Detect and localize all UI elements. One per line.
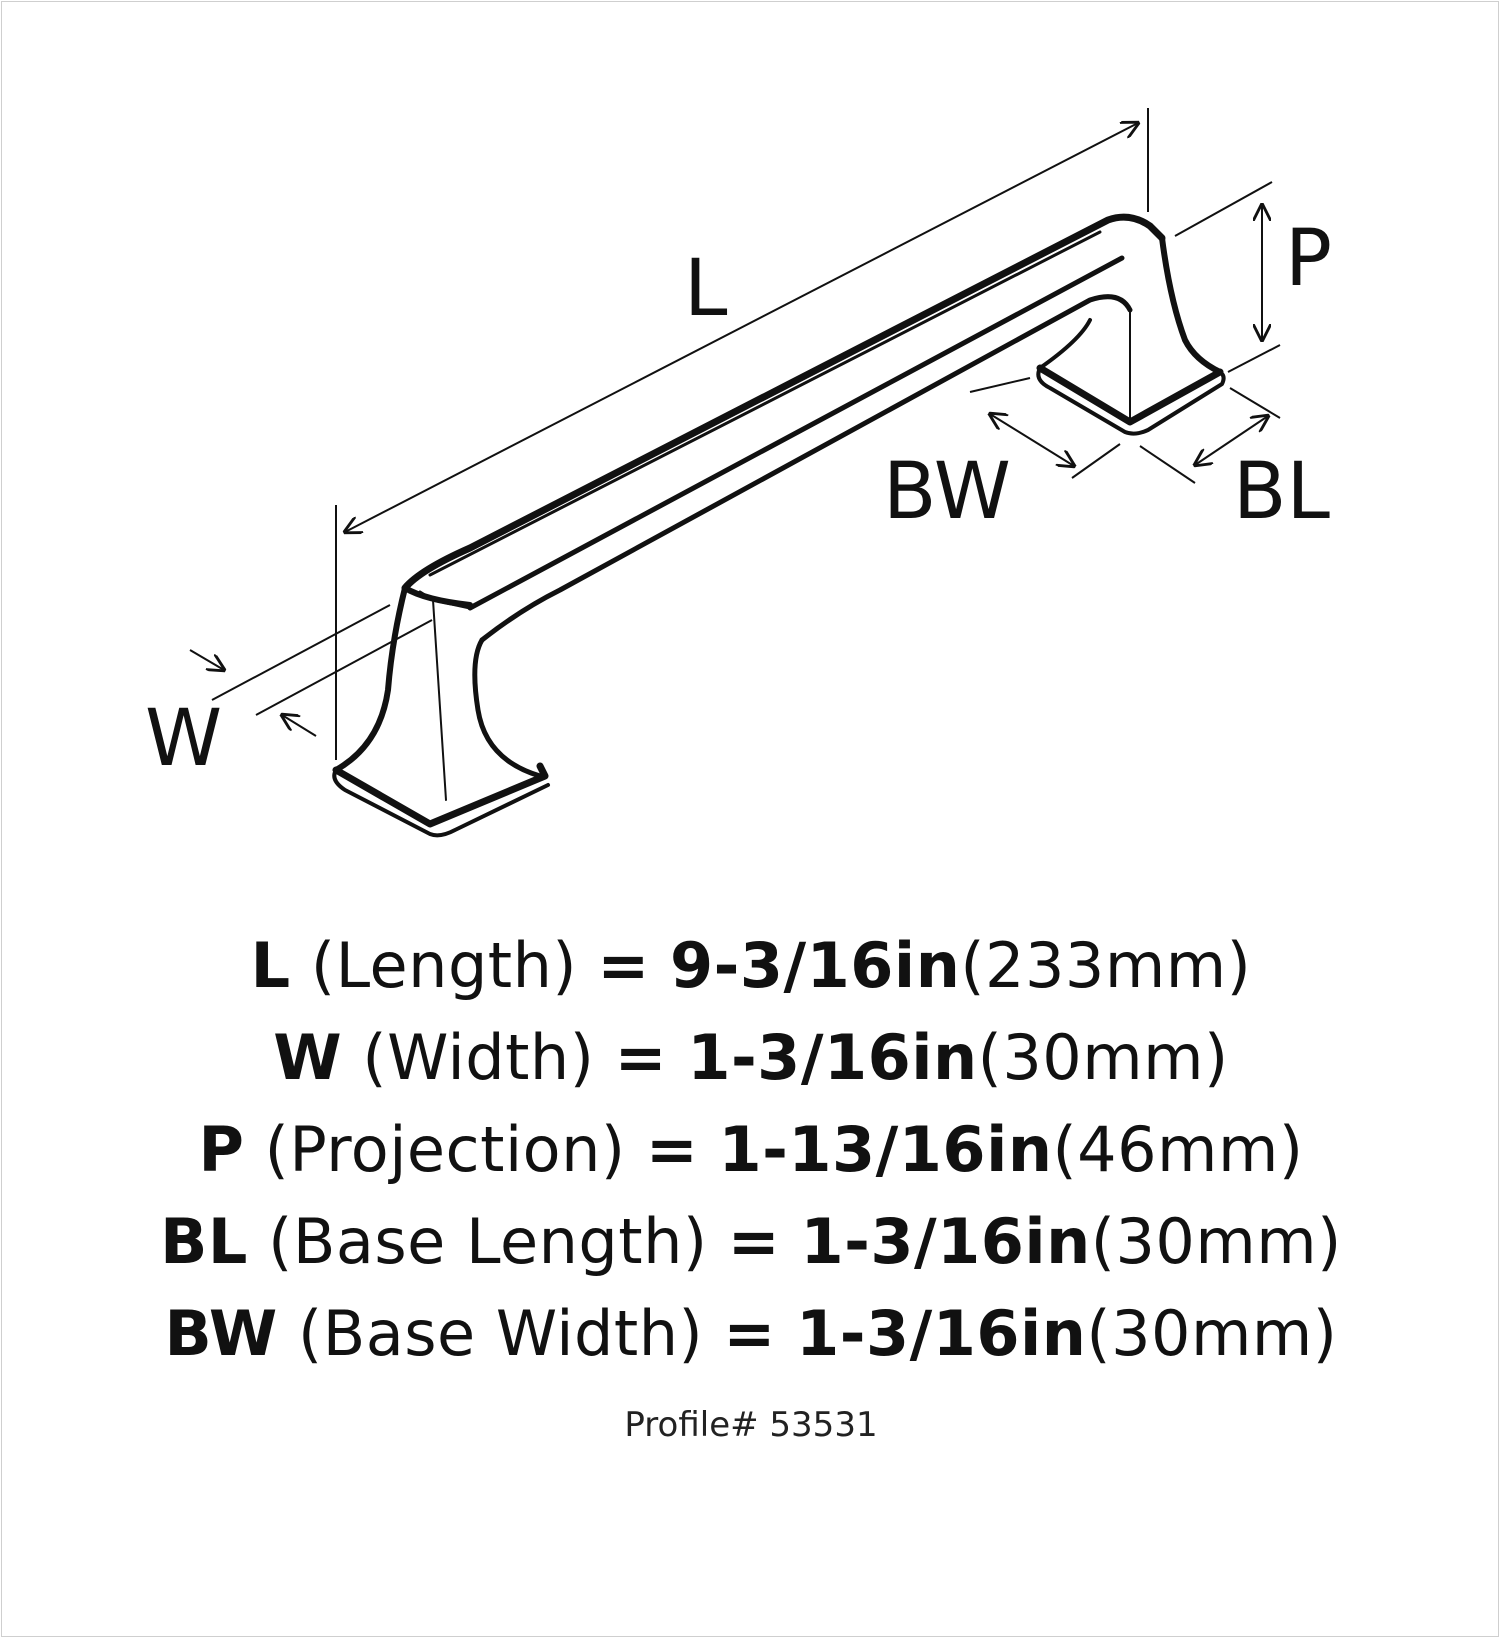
spec-name: (Width) <box>362 1021 595 1094</box>
dimension-specifications: L (Length) = 9-3/16in(233mm) W (Width) =… <box>0 920 1502 1380</box>
width-label: W <box>145 694 222 784</box>
spec-imperial: 1-3/16in <box>796 1297 1087 1370</box>
spec-name: (Base Width) <box>298 1297 704 1370</box>
base-width-label: BW <box>883 447 1011 537</box>
dimension-lines <box>189 108 1281 760</box>
spec-abbr: W <box>273 1021 343 1094</box>
spec-abbr: L <box>250 929 291 1002</box>
spec-metric: (233mm) <box>960 929 1252 1002</box>
projection-extension-bottom <box>1227 344 1281 373</box>
width-extension-bottom <box>255 619 433 716</box>
spec-metric: (30mm) <box>1090 1205 1342 1278</box>
length-dimension-arrow <box>345 123 1138 532</box>
spec-equals: = <box>727 1205 781 1278</box>
width-extension-top <box>211 604 391 701</box>
projection-label: P <box>1285 214 1332 304</box>
projection-extension-top <box>1174 181 1273 237</box>
base-width-extension-left <box>969 377 1031 393</box>
base-length-extension-left <box>1139 445 1196 484</box>
base-length-extension-right <box>1229 387 1281 419</box>
spec-base-length: BL (Base Length) = 1-3/16in(30mm) <box>0 1196 1502 1288</box>
spec-imperial: 1-3/16in <box>800 1205 1091 1278</box>
base-width-extension-right <box>1071 443 1121 479</box>
spec-equals: = <box>597 929 650 1002</box>
spec-abbr: P <box>198 1113 245 1186</box>
width-arrow-top <box>189 649 224 670</box>
spec-imperial: 1-13/16in <box>718 1113 1053 1186</box>
cabinet-pull-handle <box>332 213 1226 838</box>
spec-metric: (30mm) <box>977 1021 1229 1094</box>
spec-equals: = <box>645 1113 699 1186</box>
spec-projection: P (Projection) = 1-13/16in(46mm) <box>0 1104 1502 1196</box>
spec-metric: (46mm) <box>1052 1113 1304 1186</box>
spec-width: W (Width) = 1-3/16in(30mm) <box>0 1012 1502 1104</box>
spec-imperial: 1-3/16in <box>687 1021 978 1094</box>
width-arrow-bottom <box>282 715 317 737</box>
base-length-dimension-arrow <box>1195 416 1268 465</box>
spec-metric: (30mm) <box>1086 1297 1338 1370</box>
spec-length: L (Length) = 9-3/16in(233mm) <box>0 920 1502 1012</box>
spec-name: (Projection) <box>264 1113 626 1186</box>
base-width-dimension-arrow <box>990 414 1074 466</box>
spec-name: (Base Length) <box>268 1205 708 1278</box>
spec-equals: = <box>723 1297 776 1370</box>
spec-imperial: 9-3/16in <box>670 929 961 1002</box>
spec-name: (Length) <box>310 929 578 1002</box>
profile-number: Profile# 53531 <box>624 1405 878 1445</box>
spec-abbr: BW <box>164 1297 278 1370</box>
spec-base-width: BW (Base Width) = 1-3/16in(30mm) <box>0 1288 1502 1380</box>
base-length-label: BL <box>1233 447 1331 537</box>
spec-abbr: BL <box>160 1205 248 1278</box>
length-label: L <box>684 244 728 334</box>
spec-equals: = <box>614 1021 668 1094</box>
